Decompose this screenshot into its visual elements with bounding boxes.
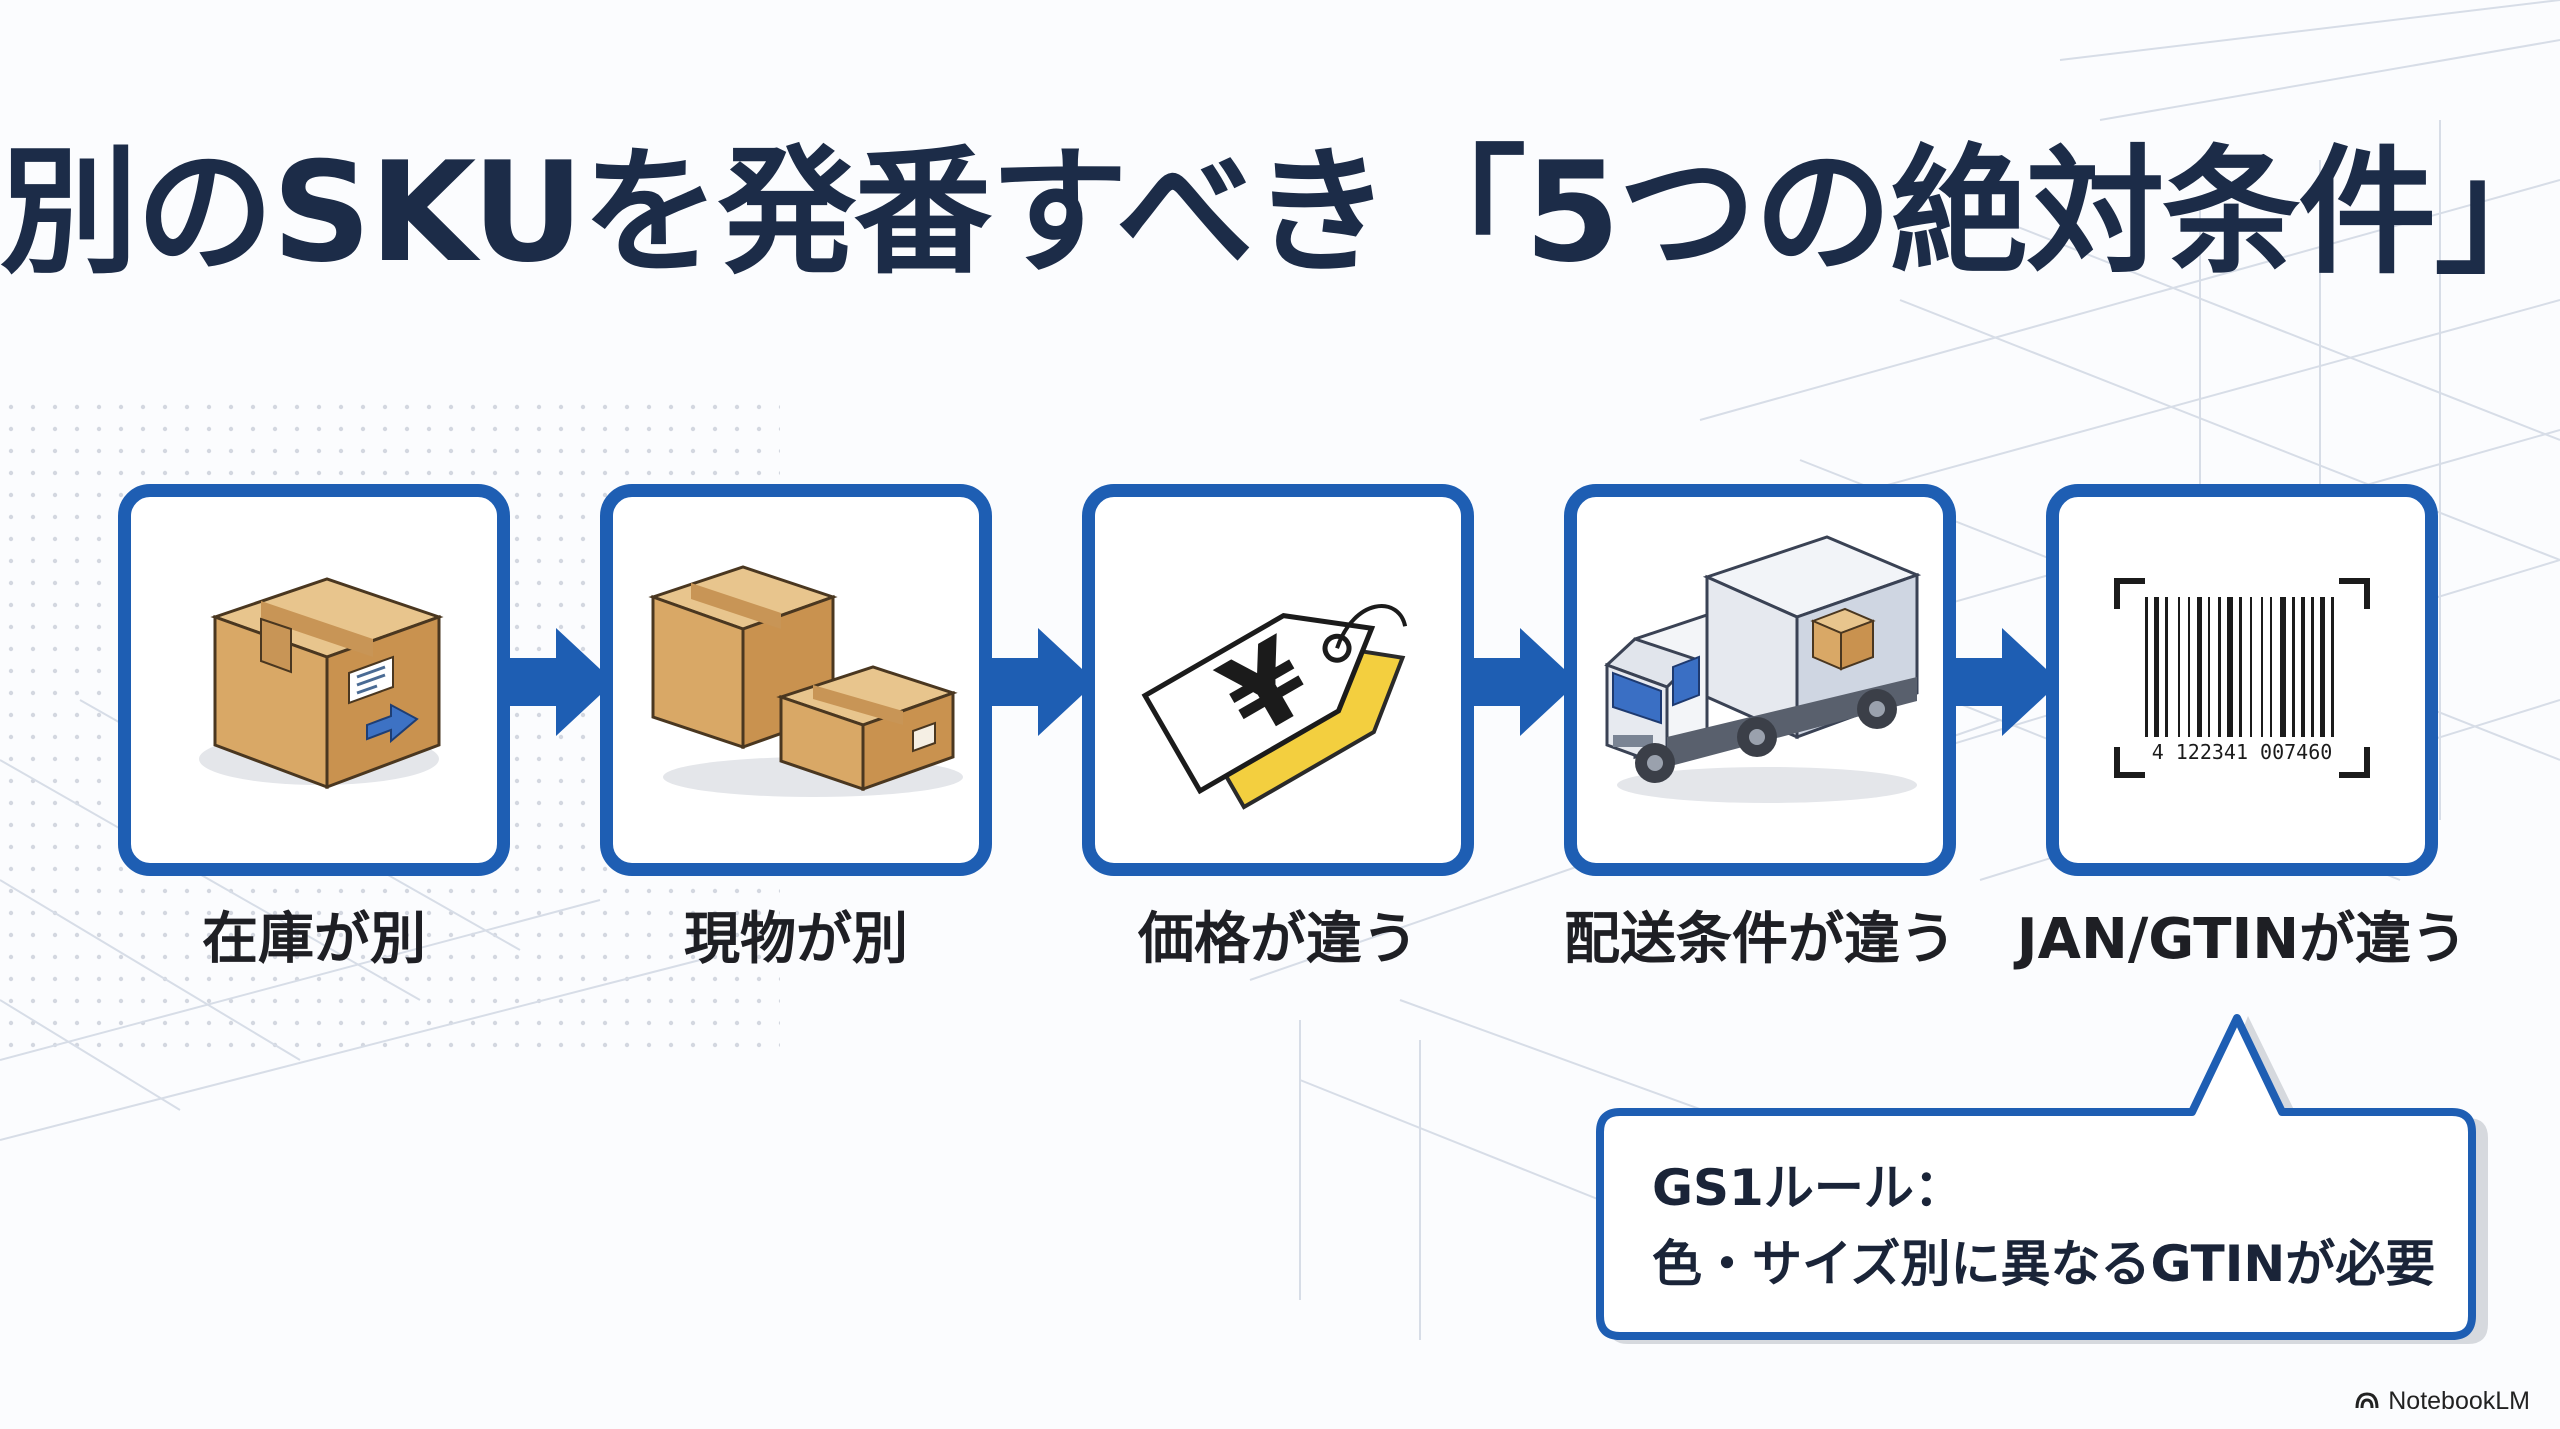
yen-tag-icon: ¥ (1141, 604, 1408, 810)
callout-line-2: 色・サイズ別に異なるGTINが必要 (1652, 1235, 2436, 1293)
step-card-price: ¥ (1082, 484, 1474, 876)
box-arrow-icon (199, 577, 444, 790)
step-label-price: 価格が違う (1138, 907, 1418, 972)
two-boxes-icon (648, 565, 963, 797)
step-label-barcode: JAN/GTINが違う (2016, 907, 2468, 972)
step-label-physical: 現物が別 (684, 907, 908, 972)
step-label-stock: 在庫が別 (202, 907, 426, 972)
arrow-right-icon (988, 628, 1096, 736)
barcode-digits: 4 122341 007460 (2152, 740, 2333, 764)
barcode-icon: 4 122341 007460 (2114, 578, 2370, 778)
step-card-stock (118, 484, 510, 876)
brand-watermark: NotebookLM (2354, 1381, 2530, 1421)
step-card-physical (600, 484, 992, 876)
callout-text: GS1ルール： 色・サイズ別に異なるGTINが必要 (1652, 1150, 2472, 1302)
arrow-right-icon (1952, 628, 2060, 736)
brand-name: NotebookLM (2388, 1386, 2530, 1415)
notebooklm-logo-icon (2355, 1392, 2379, 1409)
step-label-shipping: 配送条件が違う (1564, 907, 1956, 972)
callout-line-1: GS1ルール： (1652, 1159, 1964, 1217)
callout-bubble (1596, 1014, 2488, 1344)
step-card-barcode: 4 122341 007460 (2046, 484, 2438, 876)
arrow-right-icon (1470, 628, 1578, 736)
step-card-shipping (1564, 484, 1956, 876)
arrow-right-icon (506, 628, 614, 736)
truck-icon (1604, 535, 1922, 803)
page-title: 別のSKUを発番すべき「5つの絶対条件」 (0, 132, 2560, 293)
